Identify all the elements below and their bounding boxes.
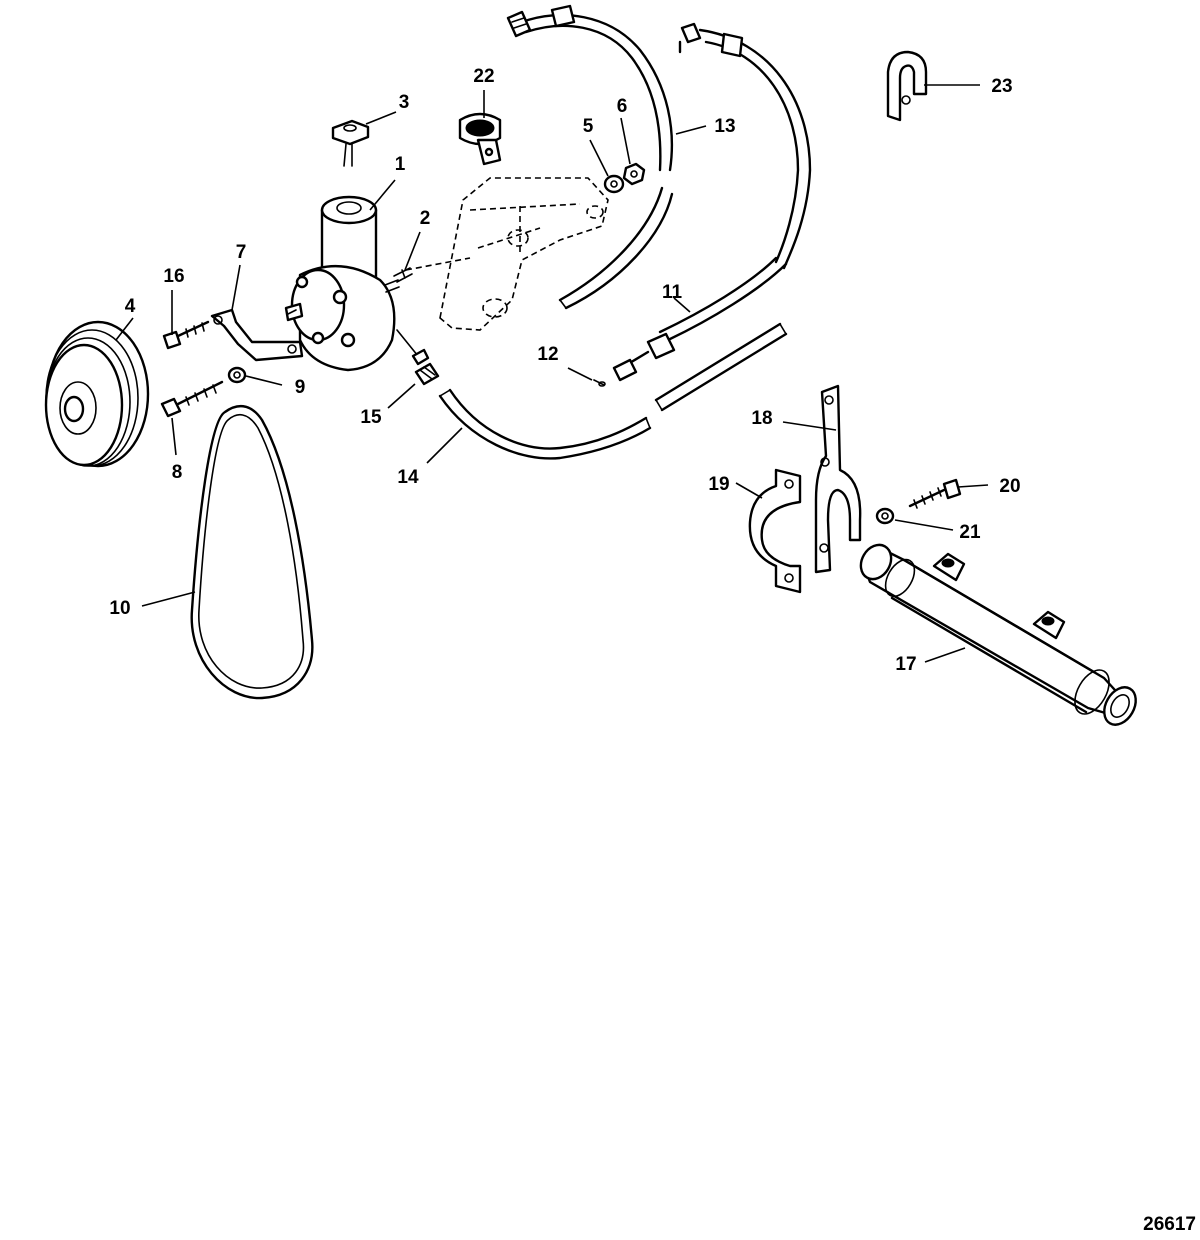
clamp-strap — [748, 468, 802, 594]
pulley — [44, 320, 150, 468]
pin — [593, 379, 606, 387]
callout-12: 12 — [537, 344, 558, 365]
callout-9: 9 — [295, 377, 306, 398]
callout-labels: 1 2 3 4 5 6 7 8 9 10 11 12 13 14 15 16 1… — [109, 66, 1020, 675]
callout-20: 20 — [999, 476, 1020, 497]
mount-bracket-strap — [814, 384, 862, 574]
callout-6: 6 — [617, 96, 628, 117]
callout-23: 23 — [991, 76, 1012, 97]
callout-5: 5 — [583, 116, 594, 137]
cooler-hose — [438, 322, 788, 460]
hose-clamp — [458, 112, 502, 166]
fitting — [414, 362, 440, 386]
bolt-lower — [160, 380, 224, 418]
callout-16: 16 — [163, 266, 184, 287]
callout-22: 22 — [473, 66, 494, 87]
callout-10: 10 — [109, 598, 130, 619]
bolt-upper — [162, 320, 210, 350]
return-hose — [612, 22, 812, 382]
callout-1: 1 — [395, 154, 406, 175]
leader-lines — [115, 84, 989, 663]
callout-8: 8 — [172, 462, 183, 483]
callout-18: 18 — [751, 408, 772, 429]
document-number: 26617 — [1143, 1214, 1196, 1235]
callout-2: 2 — [420, 208, 431, 229]
power-steering-pump — [284, 195, 430, 372]
washer — [227, 366, 247, 384]
oil-cooler — [859, 543, 1137, 726]
clamp-bolt — [908, 478, 962, 509]
callout-7: 7 — [236, 242, 247, 263]
callout-19: 19 — [708, 474, 729, 495]
filler-cap — [331, 119, 370, 167]
pressure-hose — [506, 4, 674, 310]
callout-17: 17 — [895, 654, 916, 675]
callout-13: 13 — [714, 116, 735, 137]
drive-belt — [190, 405, 314, 700]
callout-15: 15 — [360, 407, 382, 428]
washer-nut — [603, 162, 646, 194]
mounting-bracket — [405, 177, 609, 331]
callout-4: 4 — [125, 296, 136, 317]
callout-21: 21 — [959, 522, 981, 543]
callout-3: 3 — [399, 92, 410, 113]
lock-washer — [875, 507, 895, 525]
callout-14: 14 — [397, 467, 419, 488]
clip — [886, 50, 928, 122]
callout-11: 11 — [662, 282, 683, 303]
adjusting-brace — [210, 308, 304, 362]
